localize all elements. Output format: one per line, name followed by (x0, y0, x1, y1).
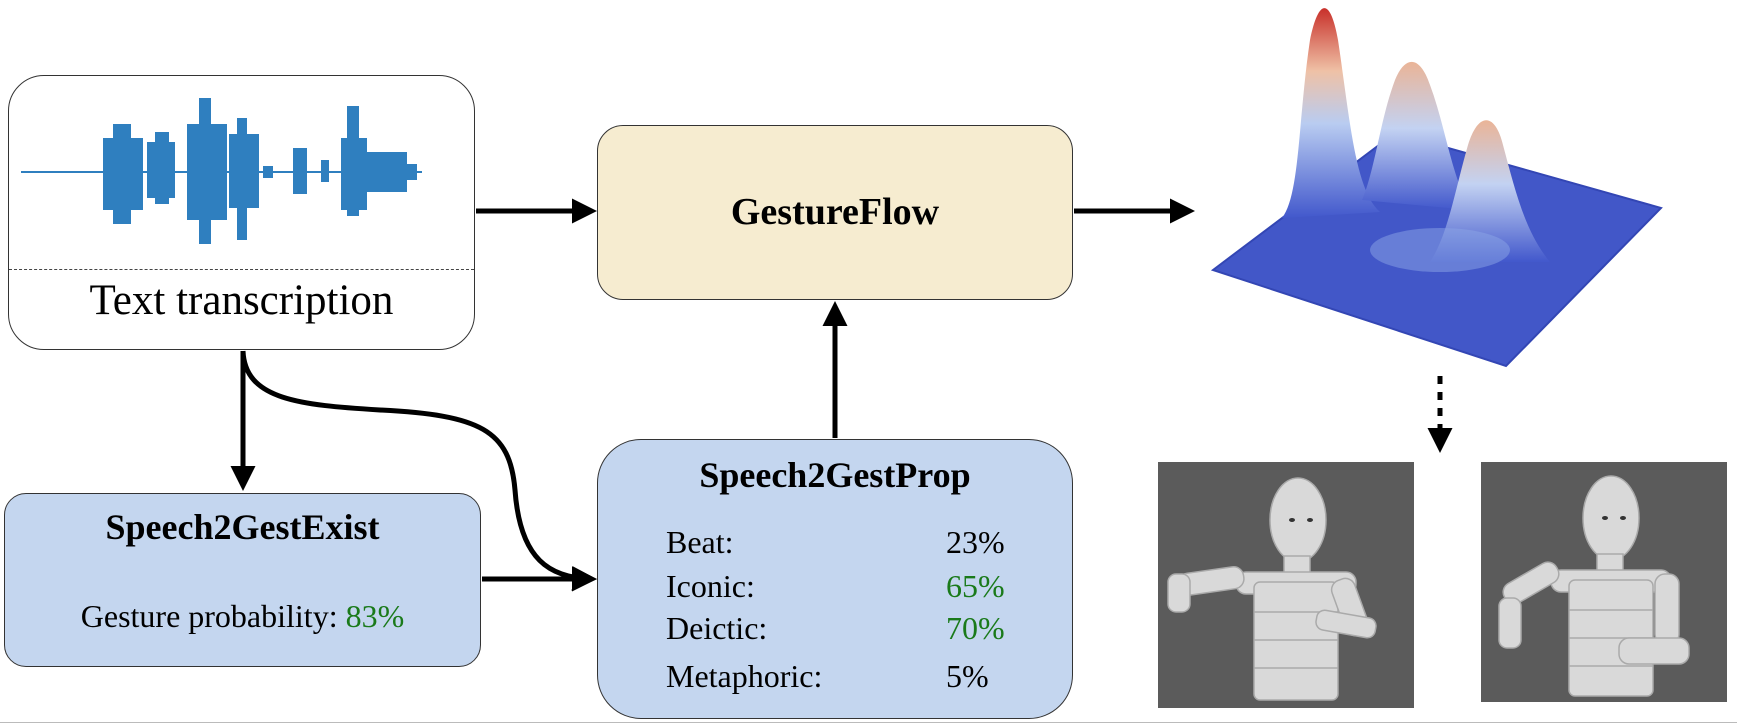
prop-value: 5% (946, 658, 989, 694)
gesture-probability-value: 83% (345, 598, 405, 634)
robot-pose-2 (1481, 462, 1727, 702)
speech2gestexist-title: Speech2GestExist (105, 507, 380, 547)
prop-label: Metaphoric: (666, 658, 823, 694)
input-box: Text transcription (8, 75, 475, 350)
divider (9, 269, 474, 270)
audio-waveform-icon (21, 98, 422, 244)
speech2gestprop-box: Speech2GestProp Beat: 23% Iconic: 65% De… (597, 439, 1073, 719)
text-transcription-label: Text transcription (89, 277, 394, 324)
gesture-probability-line: Gesture probability: 83% (5, 598, 480, 635)
prop-label: Iconic: (666, 568, 755, 604)
prop-value: 65% (946, 568, 1005, 604)
prop-label: Deictic: (666, 610, 768, 646)
robot-figure-icon (1498, 475, 1690, 697)
gestureflow-box: GestureFlow (597, 125, 1073, 300)
speech2gestprop-title: Speech2GestProp (699, 455, 971, 495)
arrow-input-to-prop (240, 350, 597, 592)
density-surface-icon (1210, 8, 1663, 368)
bottom-rule (0, 722, 1737, 723)
gestureflow-title: GestureFlow (730, 191, 940, 233)
prop-label: Beat: (666, 524, 734, 560)
speech2gestexist-box: Speech2GestExist Gesture probability: 83… (4, 493, 481, 667)
prop-value: 23% (946, 524, 1005, 560)
robot-figure-icon (1167, 477, 1377, 701)
robot-pose-1 (1158, 462, 1414, 708)
gesture-probability-label: Gesture probability: (80, 598, 338, 634)
prop-value: 70% (946, 610, 1005, 646)
